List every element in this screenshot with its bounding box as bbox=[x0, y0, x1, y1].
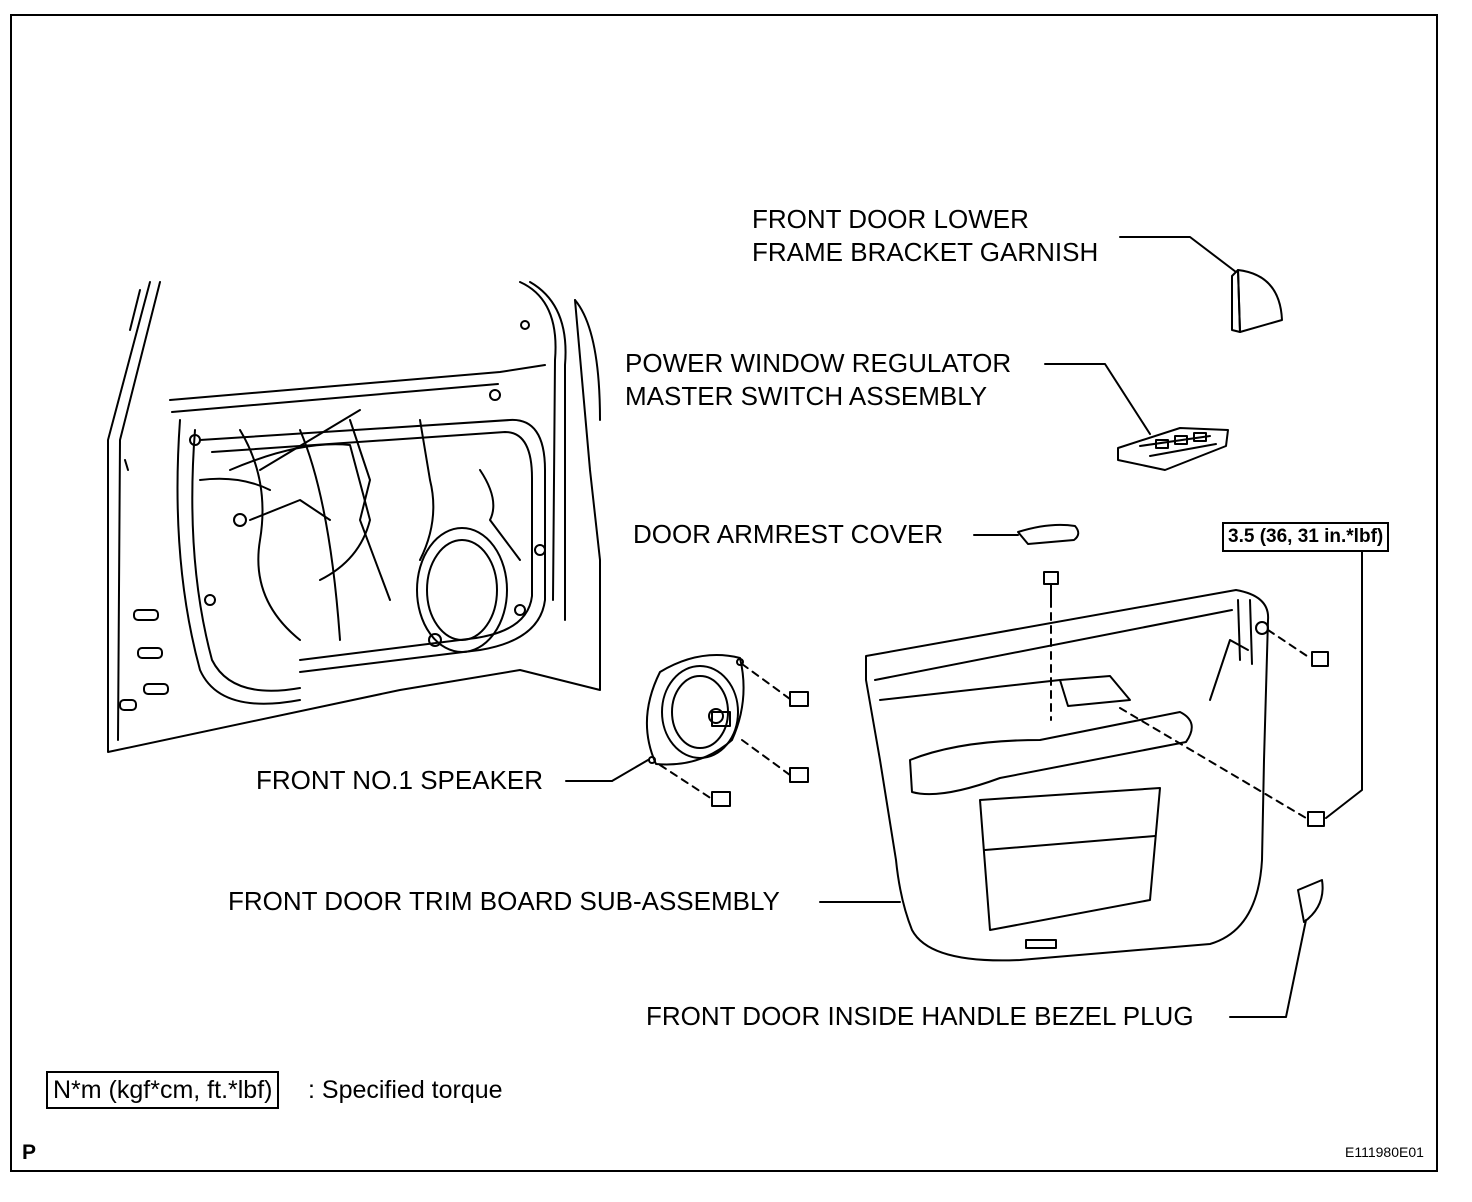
trim-board-part bbox=[865, 589, 1270, 962]
armrest-cover-part bbox=[1017, 523, 1080, 545]
label-master-switch-line1: POWER WINDOW REGULATOR bbox=[625, 348, 1012, 378]
leader-line-torque bbox=[1325, 551, 1363, 819]
label-armrest-cover: DOOR ARMREST COVER bbox=[633, 519, 944, 549]
label-bezel-plug: FRONT DOOR INSIDE HANDLE BEZEL PLUG bbox=[646, 1001, 1194, 1031]
label-garnish-line1: FRONT DOOR LOWER bbox=[752, 204, 1029, 234]
torque-spec-box: 3.5 (36, 31 in.*lbf) bbox=[1222, 522, 1390, 552]
legend-torque-meaning: : Specified torque bbox=[308, 1076, 503, 1104]
trim-bolt-dash-right bbox=[1119, 629, 1311, 819]
speaker-bolts bbox=[711, 691, 809, 807]
label-master-switch-line2: MASTER SWITCH ASSEMBLY bbox=[625, 381, 988, 411]
page-mark: P bbox=[22, 1141, 37, 1164]
label-lower-frame-bracket-garnish: FRONT DOOR LOWER FRAME BRACKET GARNISH bbox=[752, 203, 1098, 269]
master-switch-part bbox=[1117, 427, 1229, 471]
speaker-part bbox=[646, 654, 745, 766]
figure-id: E111980E01 bbox=[1345, 1144, 1424, 1160]
speaker-bolt-dash-lines bbox=[659, 663, 791, 800]
leader-line-master-switch bbox=[1044, 363, 1151, 435]
label-garnish-line2: FRAME BRACKET GARNISH bbox=[752, 237, 1099, 267]
door-panel-frame bbox=[107, 281, 601, 753]
trim-board-bolt-lower bbox=[1307, 811, 1325, 827]
leader-line-garnish bbox=[1119, 236, 1237, 273]
bezel-plug-part bbox=[1297, 879, 1324, 923]
legend-torque-box: N*m (kgf*cm, ft.*lbf) bbox=[46, 1071, 280, 1109]
figure-frame bbox=[10, 14, 1438, 1172]
label-master-switch: POWER WINDOW REGULATOR MASTER SWITCH ASS… bbox=[625, 347, 1011, 413]
trim-board-bolt-upper bbox=[1311, 651, 1329, 667]
label-trim-board: FRONT DOOR TRIM BOARD SUB-ASSEMBLY bbox=[228, 886, 780, 916]
leader-line-speaker-tip bbox=[611, 759, 649, 782]
trim-board-bolt-top bbox=[1043, 571, 1059, 601]
leader-line-bezel-plug bbox=[1229, 919, 1307, 1018]
lower-frame-bracket-garnish-part bbox=[1231, 269, 1283, 333]
label-speaker: FRONT NO.1 SPEAKER bbox=[256, 765, 544, 795]
